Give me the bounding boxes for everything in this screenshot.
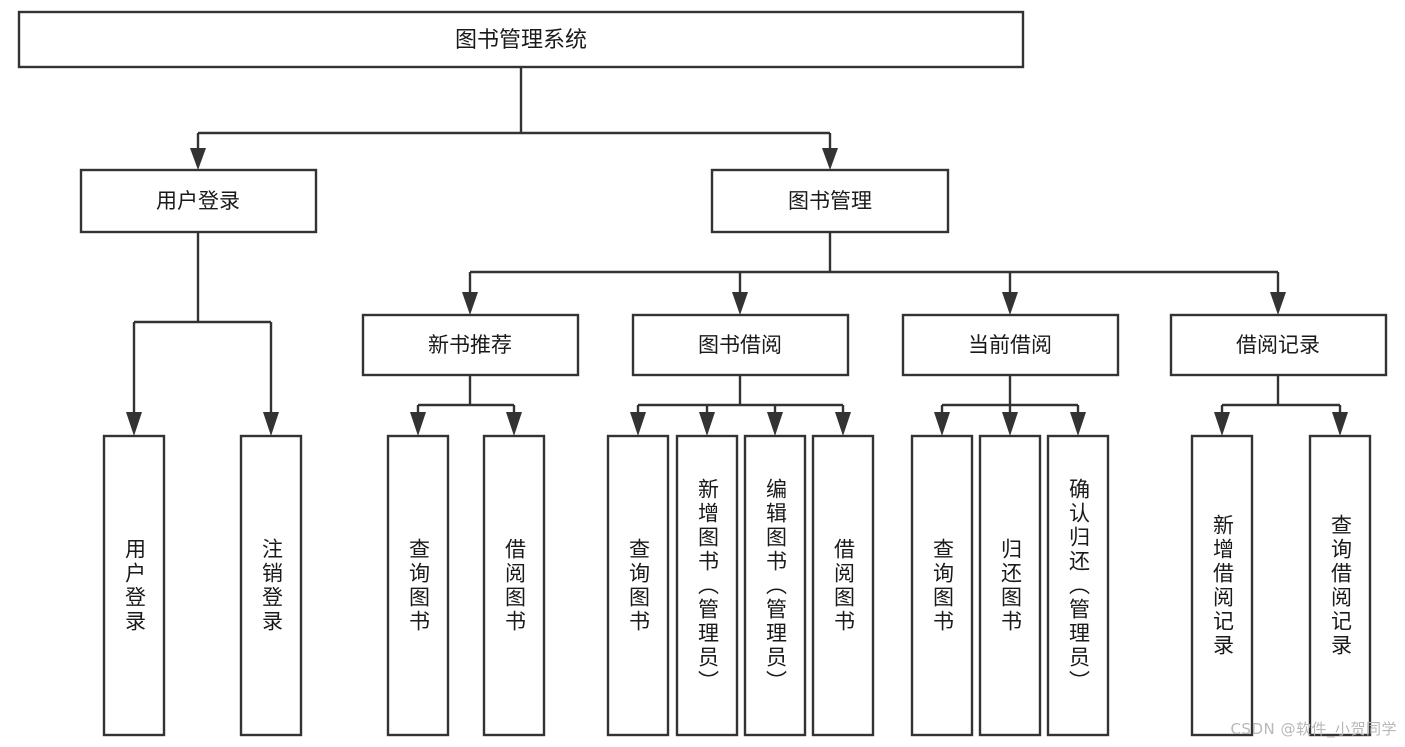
node-book-mgmt-box[interactable] <box>710 168 950 234</box>
leaf-box-recommend-borrow[interactable] <box>482 434 546 737</box>
node-root-label: 图书管理系统 <box>455 28 587 53</box>
arrow-to-book-borrow <box>732 292 748 315</box>
arrow-to-borrow-record <box>1270 292 1286 315</box>
arrow-to-borrow-leaf-1 <box>630 412 646 436</box>
node-new-book-recommend-box[interactable] <box>361 313 580 377</box>
node-layer: 图书管理系统 用户登录 图书管理 新书推荐 图书借阅 当前借阅 借阅记录 <box>17 10 1388 737</box>
leaf-box-borrow-edit[interactable] <box>743 434 807 737</box>
arrow-to-new-book-recommend <box>462 292 478 315</box>
node-book-borrow-box[interactable] <box>631 313 850 377</box>
leaf-box-borrow-add[interactable] <box>675 434 739 737</box>
node-current-borrow-box[interactable] <box>901 313 1120 377</box>
arrow-to-current-leaf-2 <box>1002 412 1018 436</box>
node-borrow-record-box[interactable] <box>1169 313 1388 377</box>
leaf-box-current-query[interactable] <box>910 434 974 737</box>
arrow-to-leaf-user-login <box>126 412 142 436</box>
arrow-to-recommend-leaf-1 <box>410 412 426 436</box>
leaf-box-logout[interactable] <box>239 434 303 737</box>
node-root-box[interactable] <box>17 10 1025 69</box>
node-borrow-record-label: 借阅记录 <box>1236 333 1320 357</box>
arrow-to-current-borrow <box>1002 292 1018 315</box>
watermark-text: CSDN @软件_小贺同学 <box>1230 720 1397 738</box>
arrow-to-record-leaf-2 <box>1332 412 1348 436</box>
leaf-box-record-query[interactable] <box>1308 434 1372 737</box>
arrow-to-recommend-leaf-2 <box>506 412 522 436</box>
node-user-login-box[interactable] <box>79 168 318 234</box>
leaf-box-borrow-query[interactable] <box>606 434 670 737</box>
connector-layer <box>126 67 1348 436</box>
node-new-book-recommend-label: 新书推荐 <box>428 333 512 357</box>
arrow-to-borrow-leaf-4 <box>835 412 851 436</box>
arrow-to-borrow-leaf-2 <box>699 412 715 436</box>
leaf-box-record-add[interactable] <box>1190 434 1254 737</box>
node-user-login-label: 用户登录 <box>156 189 240 213</box>
arrow-to-user-login <box>190 148 206 170</box>
node-current-borrow-label: 当前借阅 <box>968 333 1052 357</box>
leaf-box-borrow-lend[interactable] <box>811 434 875 737</box>
leaf-box-user-login[interactable] <box>102 434 166 737</box>
leaf-box-current-return[interactable] <box>978 434 1042 737</box>
arrow-to-book-mgmt <box>822 148 838 170</box>
arrow-to-record-leaf-1 <box>1214 412 1230 436</box>
arrow-to-leaf-logout <box>263 412 279 436</box>
arrow-to-current-leaf-1 <box>934 412 950 436</box>
arrow-to-current-leaf-3 <box>1070 412 1086 436</box>
node-book-mgmt-label: 图书管理 <box>788 189 872 213</box>
node-book-borrow-label: 图书借阅 <box>698 333 782 357</box>
arrow-to-borrow-leaf-3 <box>767 412 783 436</box>
leaf-box-recommend-query[interactable] <box>386 434 450 737</box>
leaf-box-current-confirm[interactable] <box>1046 434 1110 737</box>
